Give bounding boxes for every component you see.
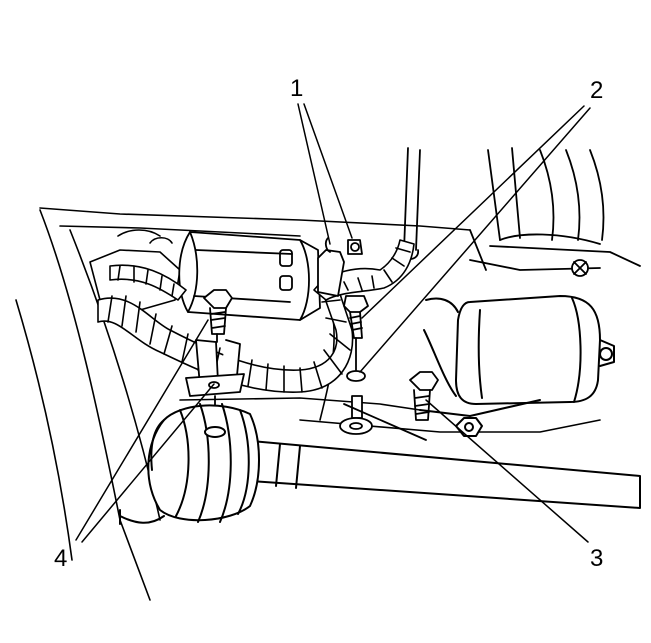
harness-retaining-clips [317, 237, 363, 297]
leader-line-2a [361, 105, 585, 319]
leader-line-2b [359, 107, 591, 373]
starter-mount-bolt [343, 371, 439, 441]
callout-1: 1 [290, 75, 303, 102]
leader-line-4a [75, 319, 209, 541]
callout-4: 4 [54, 545, 67, 572]
harness-bracket [185, 289, 245, 427]
leader-line-3 [425, 399, 589, 543]
engine-background [15, 207, 601, 601]
starter-motor [178, 231, 321, 321]
callout-3: 3 [590, 545, 603, 572]
leader-line-4b [81, 383, 215, 543]
leader-lines [75, 103, 591, 543]
engine-mount [419, 295, 615, 437]
leader-line-1b [303, 103, 353, 239]
drive-axle [119, 403, 641, 525]
harness-bracket-bolt [339, 295, 373, 435]
transmission-housing [469, 147, 641, 277]
callout-2: 2 [590, 77, 603, 104]
leader-line-1a [297, 103, 331, 245]
